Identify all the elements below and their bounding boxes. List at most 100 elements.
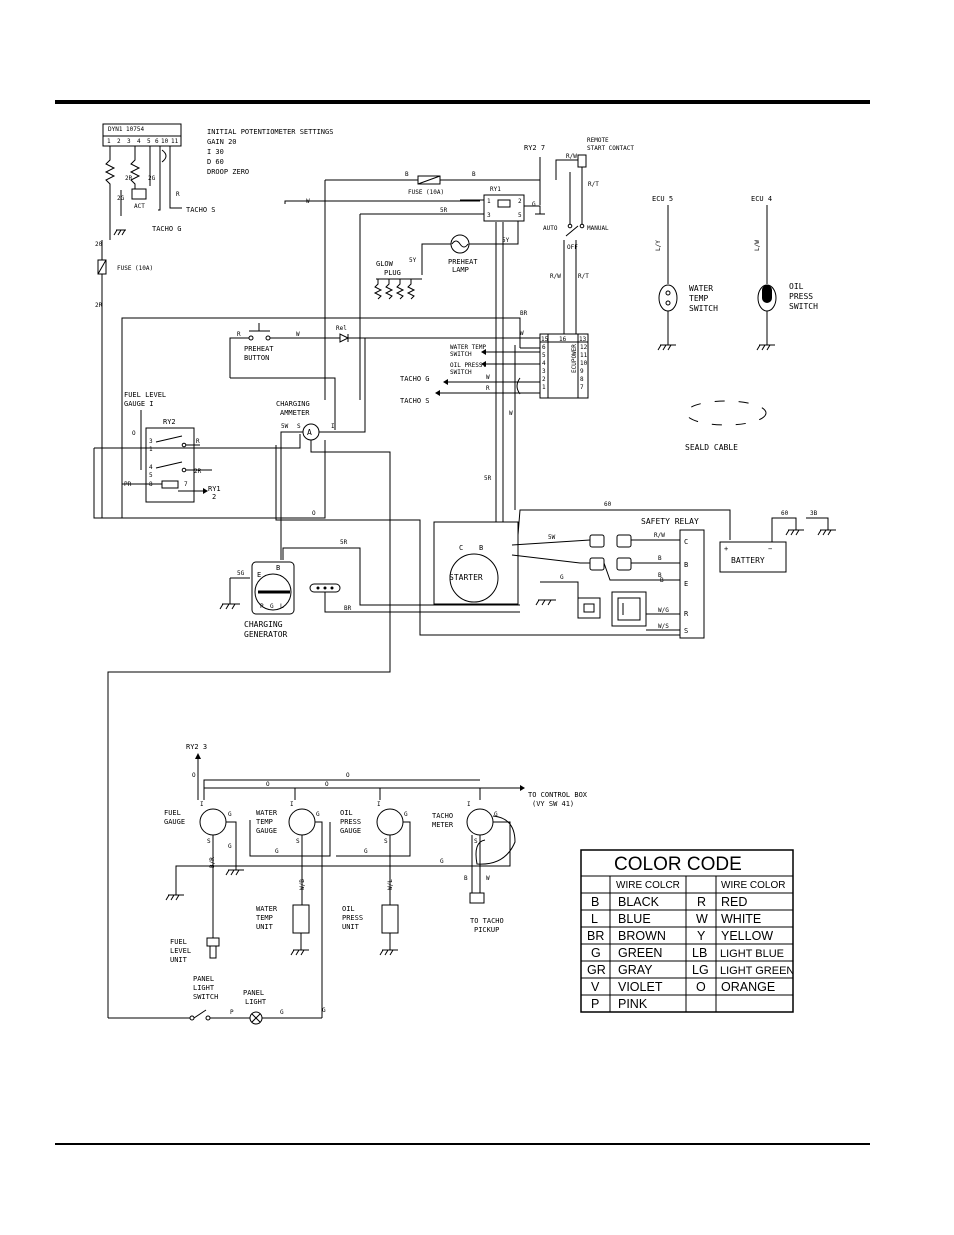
svg-text:BR: BR <box>344 605 352 612</box>
svg-text:5R: 5R <box>484 475 492 482</box>
cc-code2: W <box>696 912 708 926</box>
cc-name: VIOLET <box>618 980 663 994</box>
svg-text:PANEL: PANEL <box>243 989 264 997</box>
color-code-header-left: WIRE COLCR <box>616 880 680 891</box>
svg-text:11: 11 <box>580 352 588 359</box>
svg-text:B: B <box>684 561 688 569</box>
svg-text:I: I <box>331 423 335 430</box>
color-code-header-right: WIRE COLOR <box>721 880 785 891</box>
cc-code2: R <box>697 895 706 909</box>
svg-text:PANEL: PANEL <box>193 975 214 983</box>
cc-name2: WHITE <box>721 912 761 926</box>
svg-text:4: 4 <box>149 464 153 471</box>
svg-text:6: 6 <box>542 344 546 351</box>
cc-code2: O <box>696 980 706 994</box>
svg-text:A: A <box>307 428 312 437</box>
svg-text:R: R <box>486 385 490 392</box>
svg-text:2: 2 <box>542 376 546 383</box>
svg-text:S: S <box>384 838 388 845</box>
svg-text:D 60: D 60 <box>207 158 224 166</box>
svg-text:I: I <box>290 801 294 808</box>
svg-text:(VY SW 41): (VY SW 41) <box>532 800 574 808</box>
svg-text:ECUPOWER: ECUPOWER <box>571 344 578 373</box>
svg-text:WATER: WATER <box>256 809 278 817</box>
svg-text:GLOW: GLOW <box>376 260 394 268</box>
svg-text:AUTO: AUTO <box>543 225 558 232</box>
svg-text:P: P <box>260 603 264 610</box>
svg-text:16: 16 <box>559 336 567 343</box>
svg-text:B: B <box>472 171 476 178</box>
cc-name: GREEN <box>618 946 662 960</box>
svg-text:OIL: OIL <box>340 809 353 817</box>
svg-text:2R: 2R <box>95 302 103 309</box>
svg-text:PRESS: PRESS <box>342 914 363 922</box>
svg-text:5Y: 5Y <box>502 237 510 244</box>
svg-text:PREHEAT: PREHEAT <box>244 345 274 353</box>
svg-text:5: 5 <box>542 352 546 359</box>
svg-text:2G: 2G <box>148 175 156 182</box>
svg-text:W: W <box>486 875 490 882</box>
cc-code2: LB <box>692 946 707 960</box>
svg-text:G: G <box>280 1009 284 1016</box>
svg-text:13: 13 <box>579 336 587 343</box>
svg-text:GAUGE: GAUGE <box>256 827 277 835</box>
svg-text:METER: METER <box>432 821 454 829</box>
svg-text:DYN1 10754: DYN1 10754 <box>108 126 145 133</box>
svg-text:TACHO: TACHO <box>432 812 453 820</box>
svg-text:S: S <box>297 423 301 430</box>
svg-text:PLUG: PLUG <box>384 269 401 277</box>
svg-text:W: W <box>509 410 513 417</box>
svg-text:S: S <box>207 838 211 845</box>
svg-text:+: + <box>724 545 728 553</box>
svg-text:WATER: WATER <box>689 284 713 293</box>
cc-name2: LIGHT GREEN <box>720 965 794 977</box>
svg-text:G: G <box>228 843 232 850</box>
cc-name2: YELLOW <box>721 929 773 943</box>
svg-text:UNIT: UNIT <box>170 956 188 964</box>
svg-text:5: 5 <box>518 212 522 219</box>
svg-text:LEVEL: LEVEL <box>170 947 191 955</box>
svg-text:S: S <box>296 838 300 845</box>
svg-text:G: G <box>560 574 564 581</box>
svg-text:TACHO G: TACHO G <box>400 375 430 383</box>
svg-text:TACHO G: TACHO G <box>152 225 182 233</box>
svg-text:TEMP: TEMP <box>689 294 708 303</box>
svg-text:15: 15 <box>541 336 549 343</box>
svg-text:W: W <box>486 374 490 381</box>
svg-text:FUSE (10A): FUSE (10A) <box>408 189 444 196</box>
svg-text:UNIT: UNIT <box>342 923 360 931</box>
svg-text:5: 5 <box>149 472 153 479</box>
svg-text:UNIT: UNIT <box>256 923 274 931</box>
svg-text:ACT: ACT <box>134 203 145 210</box>
svg-text:ECU 4: ECU 4 <box>751 195 772 203</box>
cc-name2: RED <box>721 895 747 909</box>
svg-text:4: 4 <box>137 138 141 145</box>
svg-text:6: 6 <box>155 138 159 145</box>
svg-text:PREHEAT: PREHEAT <box>448 258 478 266</box>
svg-text:R: R <box>176 191 180 198</box>
svg-text:R/W: R/W <box>566 153 577 160</box>
svg-text:W: W <box>306 198 310 205</box>
svg-text:2: 2 <box>212 493 216 501</box>
svg-text:E: E <box>684 580 688 588</box>
svg-text:CHARGING: CHARGING <box>276 400 310 408</box>
svg-text:2: 2 <box>117 138 121 145</box>
lower-section: O 5R 5G E B P G L CHARGING GENERATOR BR … <box>219 445 836 639</box>
svg-text:R: R <box>196 438 200 445</box>
svg-text:G: G <box>228 811 232 818</box>
svg-text:FUEL LEVEL: FUEL LEVEL <box>124 391 166 399</box>
svg-text:REMOTE: REMOTE <box>587 137 609 144</box>
middle-section: BR R PREHEAT BUTTON W Rel W 15 16 13 6 5… <box>93 222 589 1018</box>
svg-text:LAMP: LAMP <box>452 266 469 274</box>
svg-text:20: 20 <box>95 241 103 248</box>
svg-text:G: G <box>440 858 444 865</box>
svg-text:G: G <box>270 603 274 610</box>
svg-text:3: 3 <box>487 212 491 219</box>
svg-text:5: 5 <box>147 138 151 145</box>
cc-code: B <box>591 895 599 909</box>
svg-text:TO TACHO: TO TACHO <box>470 917 504 925</box>
svg-text:O: O <box>312 510 316 517</box>
svg-text:G: G <box>532 201 536 208</box>
svg-text:ECU 5: ECU 5 <box>652 195 673 203</box>
svg-text:5R: 5R <box>440 207 448 214</box>
